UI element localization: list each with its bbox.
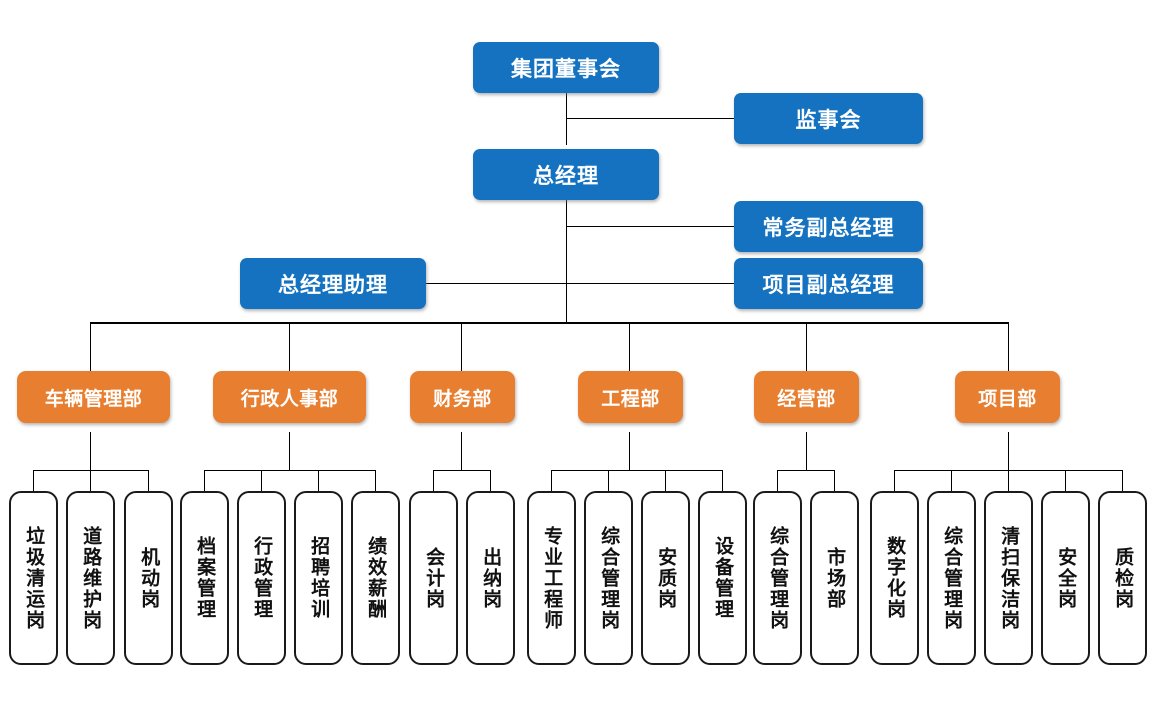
connector-project-stem bbox=[1008, 432, 1009, 471]
connector-vehicle-stem bbox=[90, 432, 91, 471]
node-gm-assistant[interactable]: 总经理助理 bbox=[240, 258, 426, 309]
node-position-vehicle-2[interactable]: 道路维护岗 bbox=[66, 491, 115, 665]
connector-dept-drop-1 bbox=[90, 322, 91, 372]
connector-operations-stem bbox=[806, 432, 807, 471]
node-department-operations[interactable]: 经营部 bbox=[754, 371, 859, 423]
node-department-finance[interactable]: 财务部 bbox=[410, 371, 515, 423]
node-board[interactable]: 集团董事会 bbox=[473, 42, 659, 93]
node-position-project-5[interactable]: 质检岗 bbox=[1098, 491, 1147, 665]
node-position-project-3[interactable]: 清扫保洁岗 bbox=[984, 491, 1033, 665]
node-position-adminhr-4[interactable]: 绩效薪酬 bbox=[351, 491, 400, 665]
node-position-vehicle-3[interactable]: 机动岗 bbox=[124, 491, 173, 665]
connector-finance-bus bbox=[433, 470, 491, 471]
connector-operations-leaf-2 bbox=[834, 470, 835, 491]
connector-gm-project-deputy bbox=[566, 283, 734, 284]
connector-vehicle-leaf-3 bbox=[148, 470, 149, 491]
connector-engineering-leaf-3 bbox=[665, 470, 666, 491]
connector-engineering-leaf-4 bbox=[722, 470, 723, 491]
node-position-vehicle-1[interactable]: 垃圾清运岗 bbox=[9, 491, 58, 665]
connector-engineering-bus bbox=[551, 470, 723, 471]
connector-adminhr-leaf-3 bbox=[318, 470, 319, 491]
connector-project-leaf-5 bbox=[1122, 470, 1123, 491]
node-department-admin-hr[interactable]: 行政人事部 bbox=[213, 371, 366, 423]
node-position-engineering-2[interactable]: 综合管理岗 bbox=[584, 491, 633, 665]
node-position-engineering-4[interactable]: 设备管理 bbox=[698, 491, 747, 665]
connector-vehicle-leaf-1 bbox=[33, 470, 34, 491]
connector-dept-drop-3 bbox=[461, 322, 462, 372]
connector-project-leaf-2 bbox=[951, 470, 952, 491]
connector-engineering-leaf-2 bbox=[608, 470, 609, 491]
connector-dept-drop-4 bbox=[629, 322, 630, 372]
connector-operations-bus bbox=[777, 470, 835, 471]
node-exec-deputy-gm[interactable]: 常务副总经理 bbox=[734, 201, 923, 252]
node-position-engineering-3[interactable]: 安质岗 bbox=[641, 491, 690, 665]
connector-board-supervisory bbox=[566, 118, 734, 119]
connector-adminhr-bus bbox=[204, 470, 376, 471]
node-position-operations-2[interactable]: 市场部 bbox=[810, 491, 859, 665]
node-position-engineering-1[interactable]: 专业工程师 bbox=[527, 491, 576, 665]
connector-engineering-leaf-1 bbox=[551, 470, 552, 491]
node-supervisory-board[interactable]: 监事会 bbox=[734, 93, 923, 144]
connector-gm-trunk bbox=[566, 199, 567, 323]
connector-gm-assistant bbox=[424, 283, 567, 284]
connector-adminhr-stem bbox=[289, 432, 290, 471]
node-position-project-1[interactable]: 数字化岗 bbox=[870, 491, 919, 665]
connector-project-leaf-4 bbox=[1065, 470, 1066, 491]
node-general-manager[interactable]: 总经理 bbox=[473, 149, 659, 200]
node-position-project-2[interactable]: 综合管理岗 bbox=[927, 491, 976, 665]
node-position-operations-1[interactable]: 综合管理岗 bbox=[753, 491, 802, 665]
connector-engineering-stem bbox=[629, 432, 630, 471]
connector-dept-drop-5 bbox=[806, 322, 807, 372]
node-position-adminhr-1[interactable]: 档案管理 bbox=[180, 491, 229, 665]
node-department-engineering[interactable]: 工程部 bbox=[578, 371, 683, 423]
connector-project-leaf-1 bbox=[894, 470, 895, 491]
node-project-deputy-gm[interactable]: 项目副总经理 bbox=[734, 258, 923, 309]
connector-dept-drop-2 bbox=[289, 322, 290, 372]
node-position-finance-1[interactable]: 会计岗 bbox=[409, 491, 458, 665]
connector-operations-leaf-1 bbox=[777, 470, 778, 491]
node-position-project-4[interactable]: 安全岗 bbox=[1041, 491, 1090, 665]
connector-adminhr-leaf-1 bbox=[204, 470, 205, 491]
connector-finance-leaf-1 bbox=[433, 470, 434, 491]
connector-gm-exec-deputy bbox=[566, 226, 734, 227]
connector-adminhr-leaf-4 bbox=[375, 470, 376, 491]
node-position-adminhr-2[interactable]: 行政管理 bbox=[237, 491, 286, 665]
node-position-finance-2[interactable]: 出纳岗 bbox=[466, 491, 515, 665]
connector-finance-leaf-2 bbox=[490, 470, 491, 491]
node-department-vehicle[interactable]: 车辆管理部 bbox=[17, 371, 170, 423]
connector-project-leaf-3 bbox=[1008, 470, 1009, 491]
connector-board-down bbox=[566, 93, 567, 145]
connector-adminhr-leaf-2 bbox=[261, 470, 262, 491]
node-position-adminhr-3[interactable]: 招聘培训 bbox=[294, 491, 343, 665]
connector-finance-stem bbox=[461, 432, 462, 471]
connector-dept-drop-6 bbox=[1008, 322, 1009, 372]
connector-vehicle-leaf-2 bbox=[90, 470, 91, 491]
connector-department-bus bbox=[90, 322, 1009, 324]
node-department-project[interactable]: 项目部 bbox=[955, 371, 1060, 423]
